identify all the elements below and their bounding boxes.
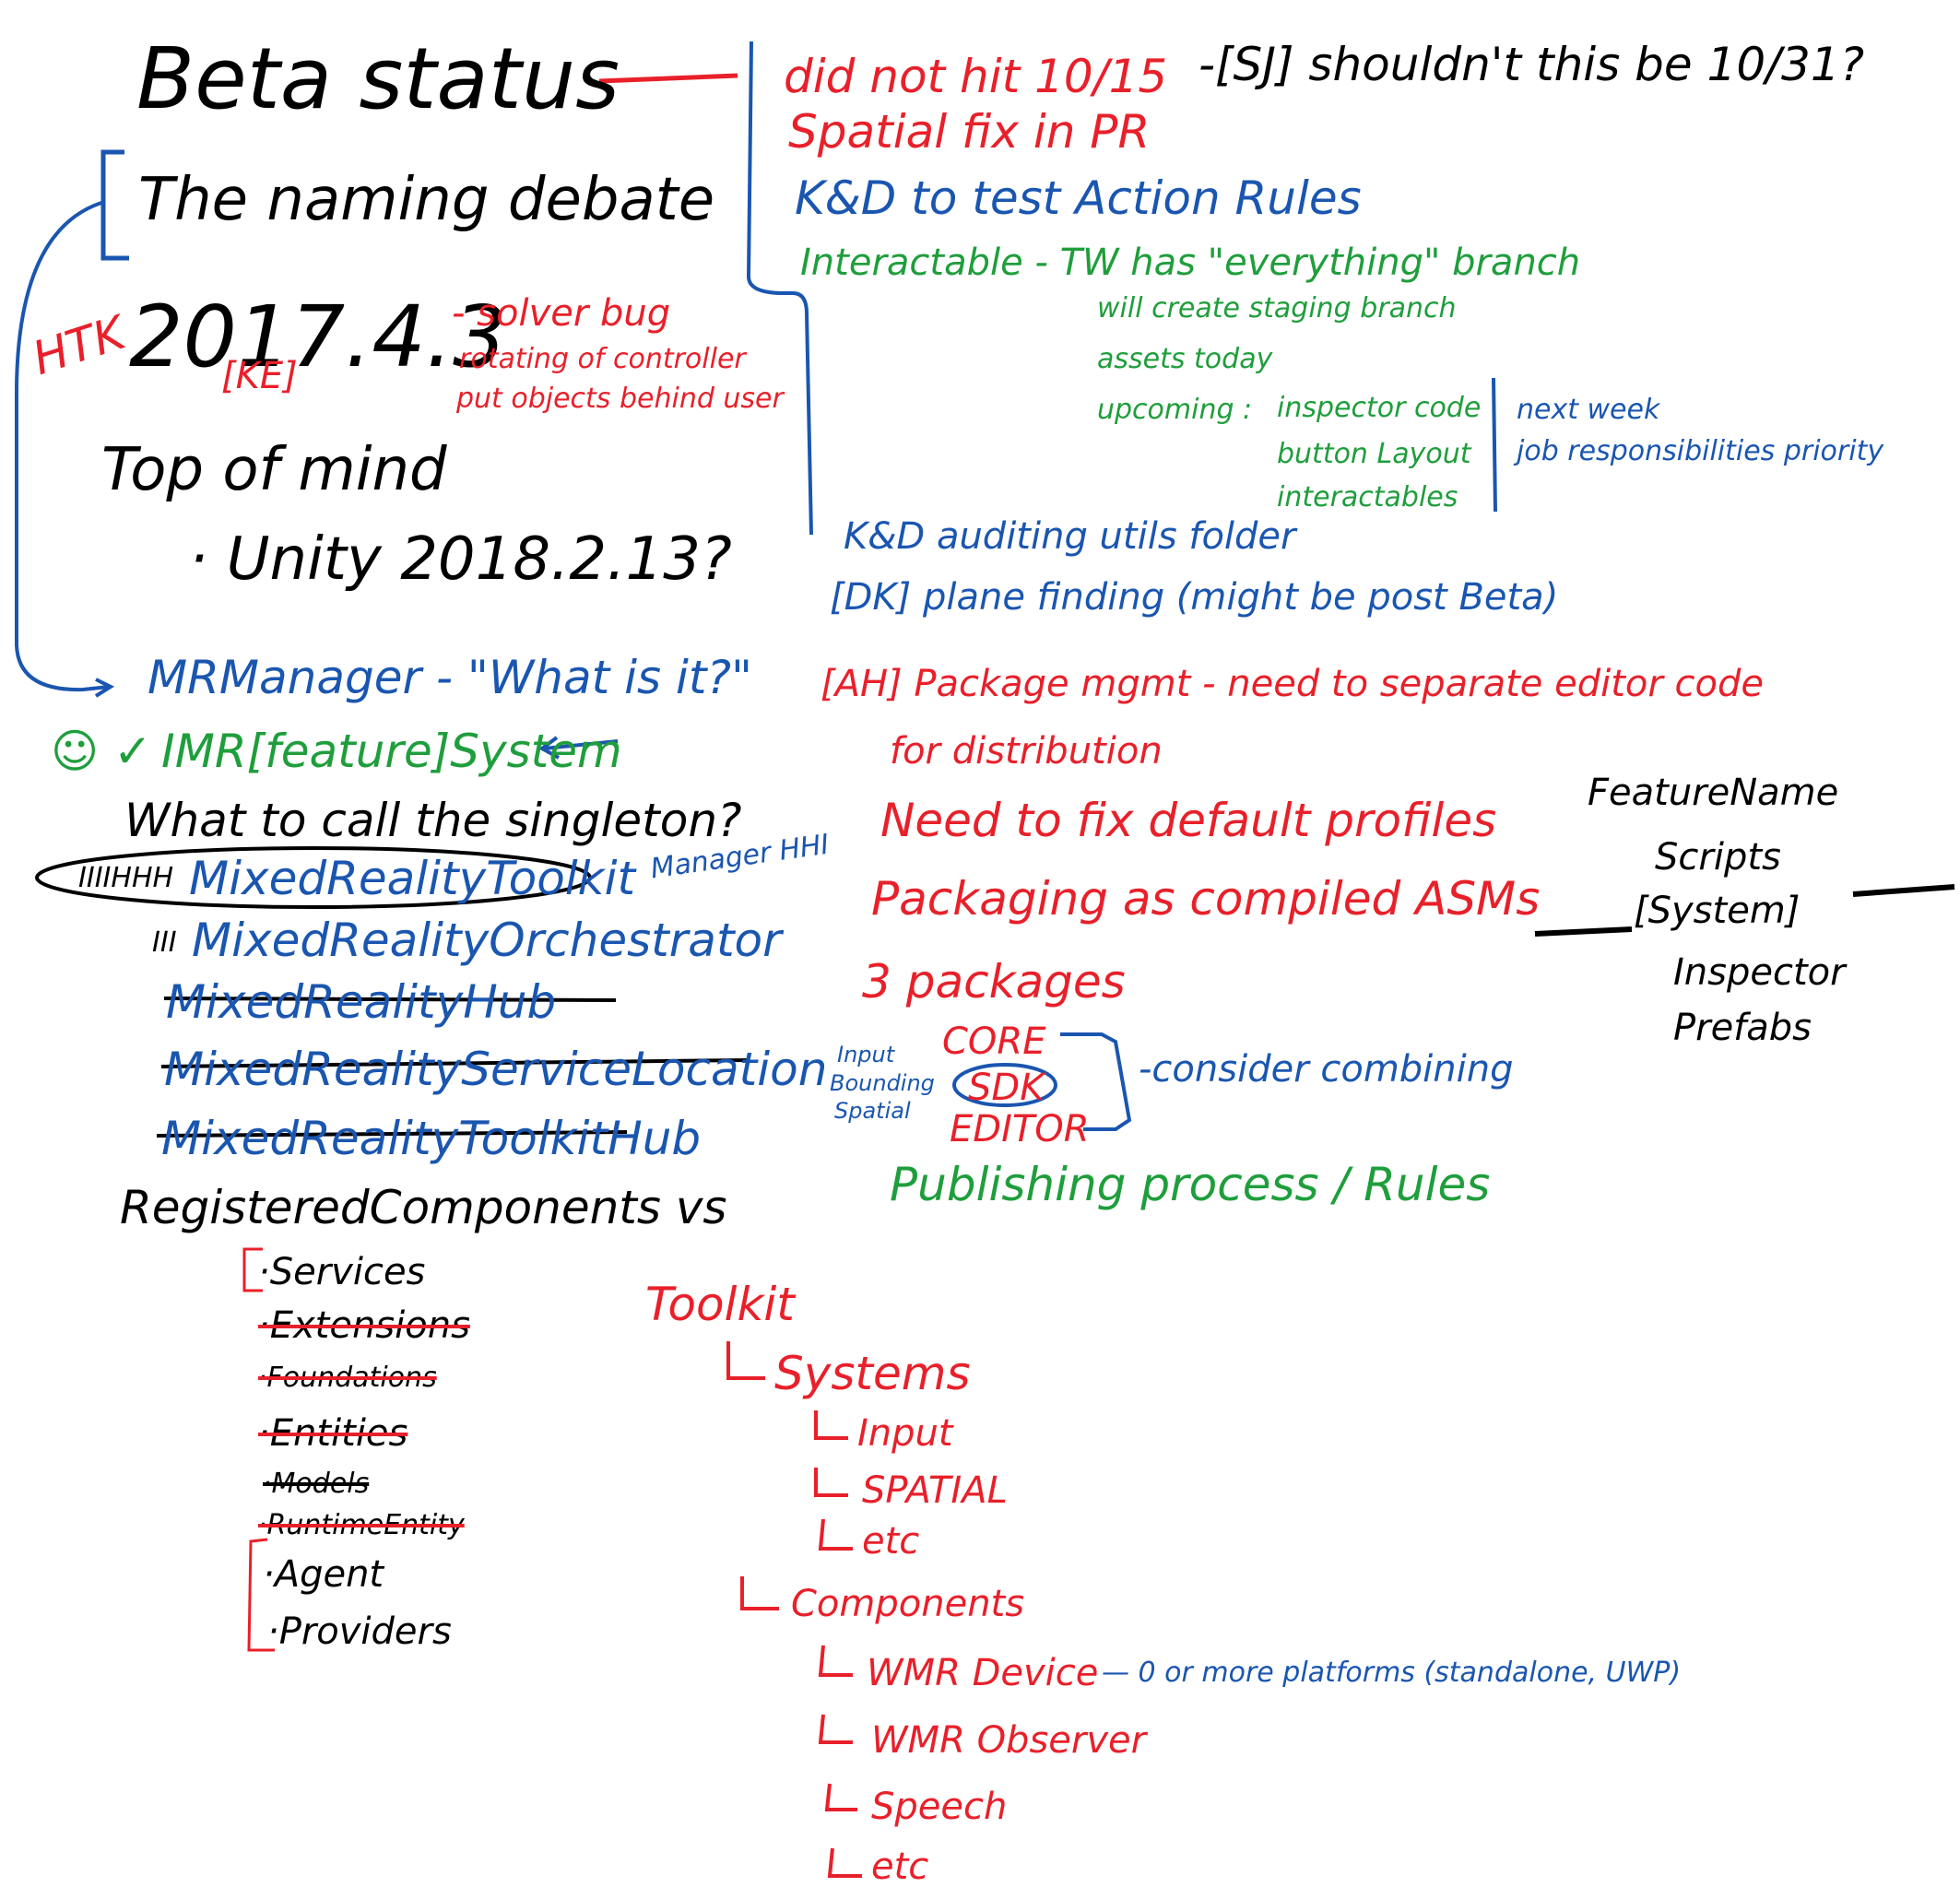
list-item-models: ·Models [263,1468,370,1500]
tree-wmr-device [818,1645,853,1677]
naming-debate-heading: The naming debate [138,166,715,234]
hub-name-option: MixedRealityHub [166,975,557,1029]
sdk-bounding-label: Bounding [830,1070,935,1096]
htk-label: HTK [26,305,132,386]
interactable-note: Interactable - TW has "everything" branc… [800,242,1581,284]
list-item-agent: ·Agent [263,1553,384,1596]
imr-system-name: IMR[feature]System [161,725,622,778]
for-distribution-note: for distribution [890,730,1163,773]
naming-bracket [100,149,129,261]
packaging-note: Packaging as compiled ASMs [871,872,1541,926]
orchestrator-name-option: MixedRealityOrchestrator [192,914,782,967]
three-packages-note: 3 packages [862,955,1126,1008]
toolkit-hub-name-option: MixedRealityToolkitHub [161,1112,702,1165]
list-item-runtime-entity: ·RuntimeEntity [258,1509,465,1541]
tree-wmr-observer-label: WMR Observer [871,1719,1147,1762]
package-sdk: SDK [968,1067,1045,1109]
list-item-entities: ·Entities [258,1412,408,1455]
platforms-note: — 0 or more platforms (standalone, UWP) [1102,1657,1682,1689]
rotating-note: rotating of controller [459,343,746,375]
kd-action-rules-note: K&D to test Action Rules [795,171,1362,225]
kd-auditing-note: K&D auditing utils folder [844,515,1296,558]
toolkit-name-option: MixedRealityToolkit [189,852,636,905]
ah-package-note: [AH] Package mgmt - need to separate edi… [821,663,1765,705]
tree-components [740,1576,779,1610]
beta-status-title: Beta status [136,29,620,128]
tree-toolkit: Toolkit [645,1278,795,1331]
publishing-process-note: Publishing process / Rules [890,1158,1491,1211]
default-profiles-note: Need to fix default profiles [880,794,1497,847]
ke-tag: [KE] [221,355,298,397]
registered-components-heading: RegisteredComponents vs [120,1181,727,1234]
naming-arrow-head [94,678,115,698]
tree-wmr-device-label: WMR Device [867,1652,1099,1694]
orchestrator-tally: III [152,926,177,959]
title-connector-line [598,73,738,84]
dk-plane-finding-note: [DK] plane finding (might be post Beta) [830,576,1559,619]
put-objects-note: put objects behind user [456,383,784,415]
unity-version-note: · Unity 2018.2.13? [189,525,732,594]
feature-prefabs-label: Prefabs [1673,1007,1812,1049]
spatial-fix-note: Spatial fix in PR [788,105,1151,159]
package-editor: EDITOR [950,1108,1090,1150]
tree-input-label: Input [857,1412,953,1455]
upcoming-separator [1492,377,1497,513]
sdk-spatial-label: Spatial [834,1098,911,1124]
list-item-foundations: ·Foundations [258,1362,437,1394]
upcoming-button-layout: button Layout [1277,438,1471,470]
naming-arrow [15,201,110,692]
package-core: CORE [942,1020,1046,1063]
tree-speech-label: Speech [871,1786,1008,1828]
staging-branch-note: will create staging branch [1097,292,1457,324]
did-not-hit-note: did not hit 10/15 [784,50,1168,103]
tree-speech [824,1783,857,1811]
next-week-note: next week [1517,394,1660,426]
service-location-name-option: MixedRealityServiceLocation [164,1043,828,1096]
feature-line-right [1852,884,1955,897]
consider-combining-note: -consider combining [1139,1048,1514,1091]
tree-components-label: Components [791,1583,1025,1625]
singleton-question: What to call the singleton? [124,794,742,847]
approved-check-icon: ☺ ✓ [51,725,152,778]
top-of-mind-heading: Top of mind [101,436,447,504]
feature-system-label: [System] [1634,890,1801,932]
feature-line-left [1534,926,1633,937]
feature-inspector-label: Inspector [1673,951,1846,994]
assets-today-note: assets today [1097,343,1273,375]
tree-spatial-label: SPATIAL [862,1469,1008,1512]
job-responsibilities-note: job responsibilities priority [1517,435,1884,467]
mrmanager-note: MRManager - "What is it?" [148,651,753,704]
tree-etc2-label: etc [871,1846,929,1888]
tree-input [814,1410,848,1440]
tree-spatial [814,1468,848,1497]
tree-etc1 [818,1518,853,1551]
list-item-services: ·Services [258,1251,426,1293]
list-item-extensions: ·Extensions [258,1304,470,1347]
tree-wmr-observer [818,1714,853,1744]
upcoming-interactables: interactables [1277,481,1458,513]
tree-etc2 [827,1847,862,1878]
upcoming-label: upcoming : [1097,394,1253,426]
toolkit-tally: IIIIHHH [78,862,174,894]
feature-name-label: FeatureName [1588,772,1839,814]
version-number: 2017.4.3 [129,288,507,386]
list-item-providers: ·Providers [267,1610,452,1653]
tree-systems-label: Systems [774,1347,971,1400]
tree-systems [726,1341,765,1380]
sdk-input-label: Input [837,1042,895,1067]
solver-bug-note: - solver bug [452,292,671,335]
tree-etc-label: etc [862,1520,920,1563]
feature-scripts-label: Scripts [1655,836,1781,879]
sj-question: -[SJ] shouldn't this be 10/31? [1198,38,1865,91]
upcoming-inspector-code: inspector code [1277,392,1482,424]
